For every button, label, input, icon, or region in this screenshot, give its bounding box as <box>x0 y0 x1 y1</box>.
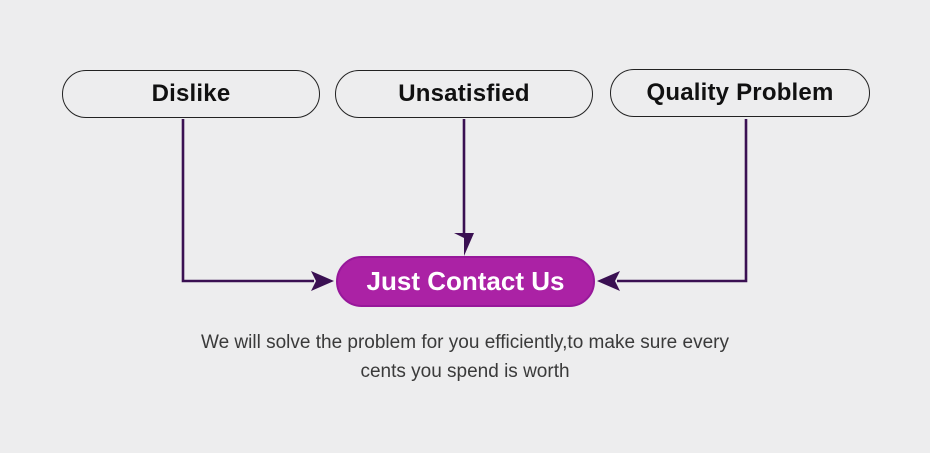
caption-line-1: We will solve the problem for you effici… <box>200 332 729 353</box>
source-pill-unsatisfied: Unsatisfied <box>335 70 593 118</box>
source-pill-unsatisfied-label: Unsatisfied <box>398 80 530 107</box>
connector-dislike <box>181 119 334 291</box>
connector-quality-problem <box>597 119 748 291</box>
just-contact-us-label: Just Contact Us <box>366 266 565 296</box>
arrowhead-down-icon <box>454 233 474 256</box>
source-pill-dislike: Dislike <box>62 70 320 118</box>
source-pill-dislike-label: Dislike <box>151 80 231 107</box>
source-pill-quality-problem-label: Quality Problem <box>646 79 834 106</box>
caption-text: We will solve the problem for you effici… <box>0 328 930 386</box>
caption-line-2: cents you spend is worth <box>360 361 570 382</box>
arrowhead-right-icon <box>311 271 334 291</box>
source-pill-quality-problem: Quality Problem <box>610 69 870 117</box>
just-contact-us-button[interactable]: Just Contact Us <box>336 256 595 307</box>
connector-unsatisfied <box>454 119 474 256</box>
arrowhead-left-icon <box>597 271 620 291</box>
